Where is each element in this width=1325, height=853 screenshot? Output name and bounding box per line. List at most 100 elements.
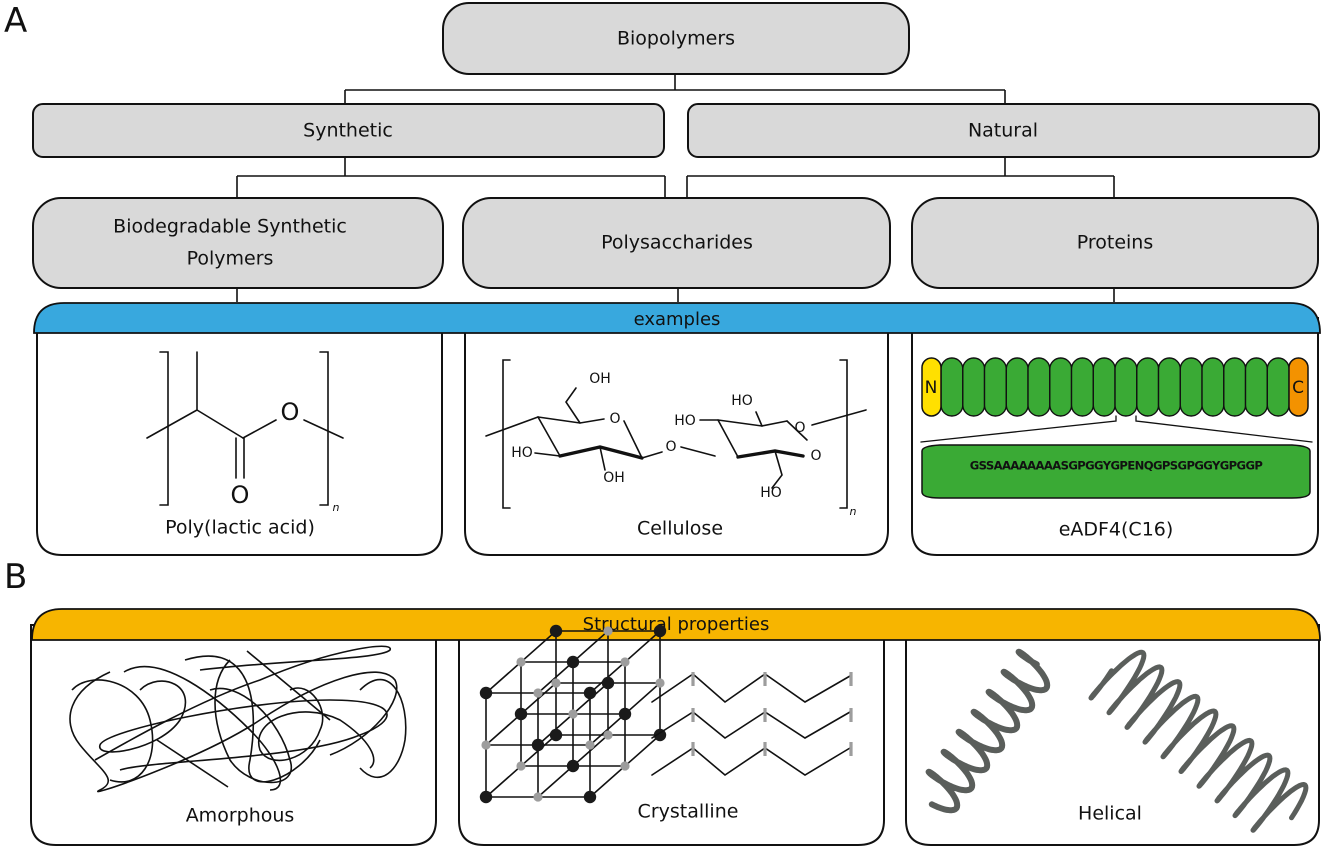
lattice-atom-light xyxy=(603,730,613,740)
lattice-atom-light xyxy=(568,709,578,719)
pla-caption: Poly(lactic acid) xyxy=(165,517,315,539)
tree-connectors xyxy=(236,74,1115,302)
node-polysaccharides-label: Polysaccharides xyxy=(601,232,753,254)
structural-properties-band-label: Structural properties xyxy=(583,614,770,635)
lattice-atom-dark xyxy=(479,790,493,804)
node-proteins: Proteins xyxy=(911,197,1319,289)
protein-repeat-module xyxy=(1114,357,1138,417)
amorphous-caption: Amorphous xyxy=(186,805,295,827)
protein-repeat-module xyxy=(1092,357,1116,417)
pla-repeat-n: n xyxy=(333,501,340,514)
pla-structure: O O n xyxy=(146,351,344,514)
protein-repeat-module xyxy=(1027,357,1051,417)
protein-repeat-module xyxy=(1223,357,1247,417)
crystalline-caption: Crystalline xyxy=(638,801,739,823)
alpha-helix-small xyxy=(925,648,1051,814)
panel-label-b: B xyxy=(4,557,27,597)
protein-c-terminus xyxy=(1288,357,1309,417)
node-synthetic: Synthetic xyxy=(32,103,665,158)
helical-caption: Helical xyxy=(1078,803,1142,825)
lattice-atom-dark xyxy=(601,676,615,690)
cellulose-caption: Cellulose xyxy=(637,518,723,540)
lattice-atom-dark xyxy=(583,686,597,700)
lattice-atom-light xyxy=(516,761,526,771)
examples-band: examples xyxy=(33,302,1321,334)
lattice-atom-dark xyxy=(549,728,563,742)
lattice-atom-light xyxy=(620,761,630,771)
lattice-atom-dark xyxy=(566,655,580,669)
protein-repeat-module xyxy=(983,357,1007,417)
panel-label-a: A xyxy=(4,1,27,41)
protein-repeat-module xyxy=(1244,357,1268,417)
lattice-atom-light xyxy=(533,792,543,802)
helix-ribbon xyxy=(1088,649,1309,833)
node-natural-label: Natural xyxy=(968,120,1038,142)
node-synthetic-label: Synthetic xyxy=(303,120,393,142)
protein-sequence: GSSAAAAAAAASGPGGYGPENQGPSGPGGYGPGGP xyxy=(970,459,1264,473)
lattice-atom-light xyxy=(481,740,491,750)
lattice-atom-dark xyxy=(583,790,597,804)
protein-repeat-module xyxy=(1070,357,1094,417)
lattice-atom-dark xyxy=(479,686,493,700)
polymer-chains xyxy=(651,672,853,777)
protein-structure: N C GSSAAAAAAAASGPGGYGPENQGPSGPGGYGPGGP xyxy=(920,357,1313,499)
protein-repeat-module xyxy=(1136,357,1160,417)
helical-illustration xyxy=(925,648,1309,833)
protein-repeat-module xyxy=(962,357,986,417)
alpha-helix-large xyxy=(1088,649,1309,833)
cellulose-ring-oxygen-1: O xyxy=(609,411,620,427)
protein-n-terminus-label: N xyxy=(925,378,938,398)
protein-repeat-module xyxy=(1049,357,1073,417)
node-biodegradable-label-line1: Biodegradable Synthetic xyxy=(113,216,347,238)
lattice-atom-light xyxy=(585,740,595,750)
protein-repeat-module xyxy=(1179,357,1203,417)
node-proteins-label: Proteins xyxy=(1077,232,1154,254)
cellulose-oh-top-left: OH xyxy=(589,371,611,387)
lattice-atom-dark xyxy=(549,624,563,638)
protein-repeat-module xyxy=(1266,357,1290,417)
lattice-atom-light xyxy=(551,678,561,688)
amorphous-illustration xyxy=(69,645,407,793)
lattice-atom-light xyxy=(620,657,630,667)
cellulose-ho-bottom-right: HO xyxy=(760,485,782,501)
protein-repeat-module xyxy=(1201,357,1225,417)
lattice-atom-light xyxy=(603,626,613,636)
cellulose-oh-bottom: OH xyxy=(603,470,625,486)
pla-carbonyl-oxygen: O xyxy=(231,481,250,509)
node-biodegradable-synthetic-polymers: Biodegradable Synthetic Polymers xyxy=(32,197,444,289)
cellulose-glycosidic-oxygen: O xyxy=(665,439,676,455)
cellulose-ho-middle: HO xyxy=(674,413,696,429)
cellulose-oxygen-right: O xyxy=(794,420,805,436)
lattice-atom-light xyxy=(655,678,665,688)
cellulose-ring-oxygen-2: O xyxy=(810,448,821,464)
cellulose-repeat-n: n xyxy=(850,505,857,518)
pla-ester-oxygen: O xyxy=(281,398,300,426)
node-natural: Natural xyxy=(687,103,1320,158)
node-biodegradable-label-line2: Polymers xyxy=(187,248,274,270)
lattice-atom-dark xyxy=(514,707,528,721)
lattice-atom-dark xyxy=(566,759,580,773)
protein-c-terminus-label: C xyxy=(1292,378,1304,398)
crystal-lattice-cube xyxy=(479,624,667,804)
protein-repeat-module xyxy=(940,357,964,417)
protein-sequence-module xyxy=(921,444,1311,499)
node-polysaccharides: Polysaccharides xyxy=(462,197,891,289)
node-biopolymers-label: Biopolymers xyxy=(617,28,735,50)
protein-repeat-module xyxy=(1157,357,1181,417)
examples-band-label: examples xyxy=(634,309,721,330)
cellulose-structure: OH O HO OH O HO HO O O HO n xyxy=(485,359,867,518)
lattice-atom-light xyxy=(533,688,543,698)
structural-properties-band: Structural properties xyxy=(31,608,1321,641)
protein-n-terminus xyxy=(921,357,942,417)
lattice-atom-light xyxy=(516,657,526,667)
node-biopolymers: Biopolymers xyxy=(442,2,910,75)
crystalline-illustration xyxy=(479,624,853,804)
lattice-atom-dark xyxy=(653,624,667,638)
lattice-atom-dark xyxy=(531,738,545,752)
cellulose-ho-left: HO xyxy=(511,445,533,461)
lattice-atom-dark xyxy=(618,707,632,721)
protein-caption: eADF4(C16) xyxy=(1059,519,1174,541)
helix-ribbon xyxy=(925,648,1051,814)
protein-repeat-modules xyxy=(940,357,1290,417)
